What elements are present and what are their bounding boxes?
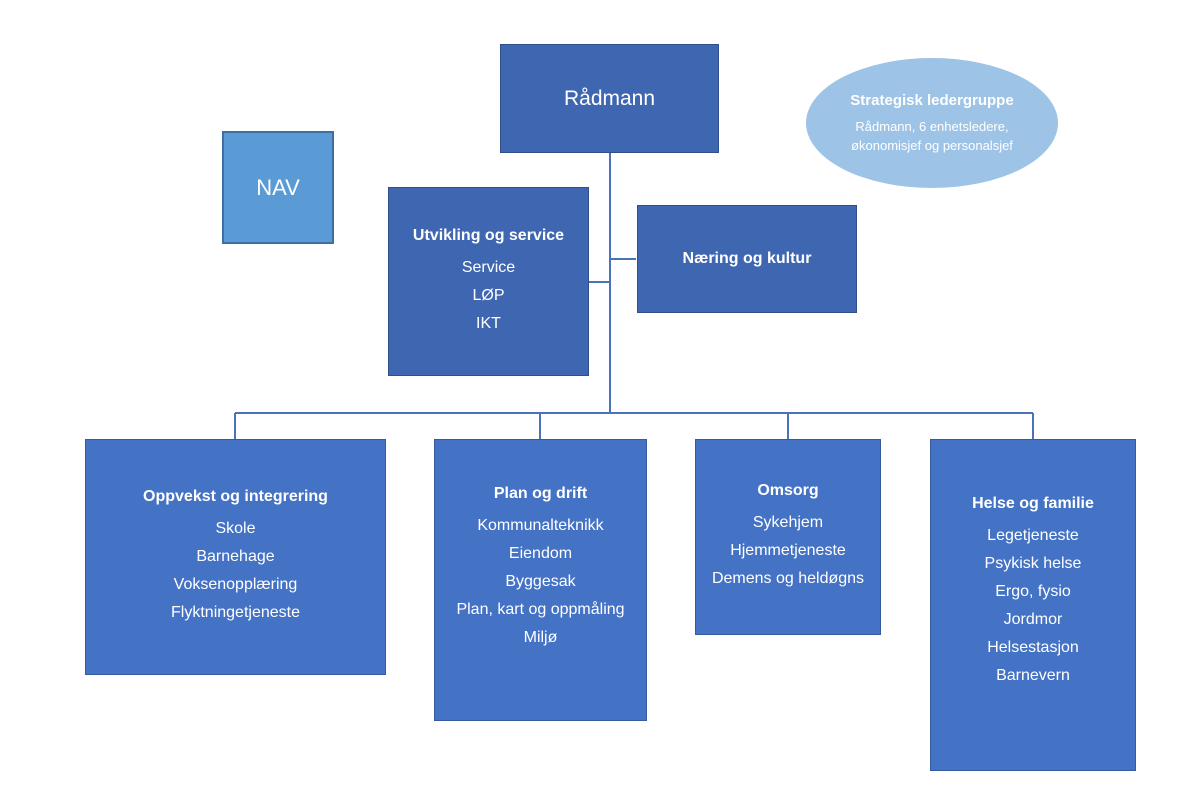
unit-item: Plan, kart og oppmåling (456, 601, 625, 618)
unit-item: Psykisk helse (984, 555, 1082, 572)
unit-helse-og-familie-box: Helse og familie Legetjeneste Psykisk he… (930, 439, 1136, 771)
unit-item: Ergo, fysio (995, 583, 1071, 600)
unit-title: Plan og drift (493, 485, 588, 502)
unit-item: Demens og heldøgns (711, 570, 865, 587)
unit-omsorg-box: Omsorg Sykehjem Hjemmetjeneste Demens og… (695, 439, 881, 635)
unit-item: Eiendom (508, 545, 573, 562)
utvikling-item: IKT (476, 314, 501, 332)
unit-item: Hjemmetjeneste (730, 542, 846, 559)
unit-item: Skole (215, 520, 256, 537)
unit-plan-og-drift-box: Plan og drift Kommunalteknikk Eiendom By… (434, 439, 647, 721)
utvikling-title: Utvikling og service (412, 226, 565, 244)
unit-oppvekst-box: Oppvekst og integrering Skole Barnehage … (85, 439, 386, 675)
utvikling-item: Service (461, 258, 516, 276)
unit-item: Sykehjem (752, 514, 824, 531)
naering-title: Næring og kultur (682, 250, 812, 267)
strategisk-description: Rådmann, 6 enhetsledere, økonomisjef og … (851, 119, 1013, 153)
radmann-label: Rådmann (563, 86, 656, 110)
strategisk-title: Strategisk ledergruppe (850, 92, 1014, 109)
utvikling-item: LØP (472, 286, 505, 304)
unit-item: Miljø (523, 629, 558, 646)
utvikling-og-service-box: Utvikling og service Service LØP IKT (388, 187, 589, 376)
unit-item: Legetjeneste (987, 527, 1079, 544)
unit-item: Barnehage (196, 548, 275, 565)
nav-label: NAV (256, 174, 300, 200)
unit-item: Barnevern (996, 667, 1070, 684)
unit-title: Helse og familie (972, 495, 1094, 512)
unit-item: Kommunalteknikk (477, 517, 604, 534)
unit-item: Byggesak (505, 573, 576, 590)
unit-item: Flyktningetjeneste (171, 604, 300, 621)
unit-item: Voksenopplæring (173, 576, 298, 593)
unit-title: Omsorg (757, 482, 819, 499)
unit-item: Helsestasjon (987, 639, 1079, 656)
unit-item: Jordmor (1003, 611, 1063, 628)
naering-og-kultur-box: Næring og kultur (637, 205, 857, 313)
radmann-box: Rådmann (500, 44, 719, 153)
unit-title: Oppvekst og integrering (143, 488, 328, 505)
strategisk-ledergruppe-oval: Strategisk ledergruppe Rådmann, 6 enhets… (806, 58, 1058, 188)
nav-box: NAV (222, 131, 334, 244)
